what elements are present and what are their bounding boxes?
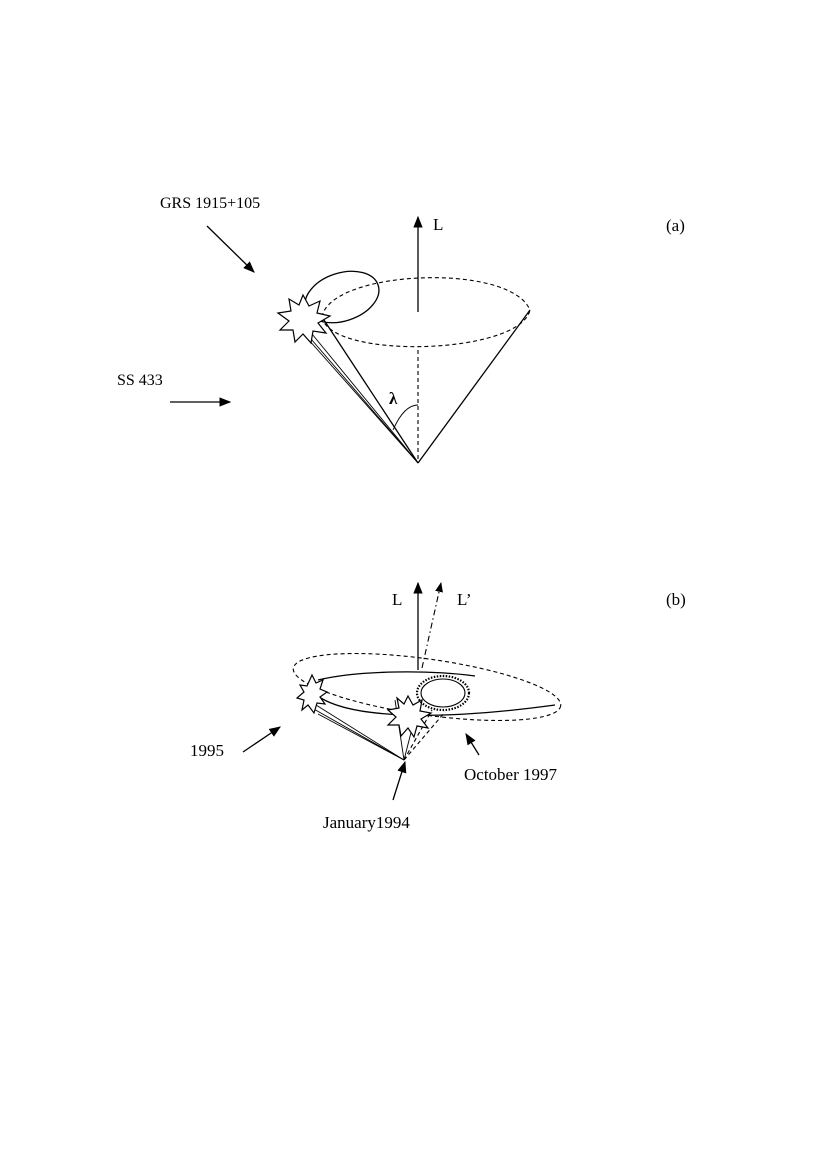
- pointer-1994: [392, 760, 407, 801]
- jet-line-3: [311, 333, 419, 464]
- cone-left-side: [321, 316, 419, 464]
- cone-line-1997-b: [403, 709, 433, 761]
- jet-burst-icon: [276, 293, 332, 345]
- angular-momentum-label-b: L: [392, 590, 402, 609]
- pointer-1997: [465, 733, 480, 756]
- grs-1915-label: GRS 1915+105: [160, 195, 260, 212]
- pointer-1995: [242, 726, 281, 753]
- jet-burst-1995-icon: [295, 673, 329, 715]
- cone-line-1995-c: [317, 713, 405, 761]
- cone-right-side: [417, 309, 531, 464]
- cone-rim-back: [321, 277, 531, 318]
- lambda-label: λ: [389, 389, 398, 408]
- label-1995: 1995: [190, 741, 224, 760]
- label-october-1997: October 1997: [464, 765, 558, 784]
- label-january-1994: January1994: [323, 813, 410, 832]
- jet-burst-1997-icon: [415, 674, 471, 712]
- panel-a-tag: (a): [666, 216, 685, 235]
- grs-pointer-arrow: [206, 225, 255, 273]
- precession-rim-upper: [317, 671, 476, 681]
- panel-b: (b) L L’ 1995 January1994: [190, 581, 686, 832]
- precessed-momentum-label: L’: [457, 590, 472, 609]
- cone-rim-front: [321, 309, 531, 348]
- precessed-momentum-arrow: [421, 582, 443, 669]
- jet-burst-1994-icon: [386, 694, 433, 739]
- cone-line-1995-a: [307, 699, 405, 761]
- angular-momentum-label: L: [433, 215, 443, 234]
- lambda-angle-arc: [392, 404, 419, 431]
- panel-a: (a) GRS 1915+105 SS 433 L λ: [117, 195, 685, 464]
- ss433-label: SS 433: [117, 372, 163, 389]
- cone-line-1997-c: [403, 711, 446, 761]
- panel-b-tag: (b): [666, 590, 686, 609]
- jet-line-2: [304, 331, 419, 464]
